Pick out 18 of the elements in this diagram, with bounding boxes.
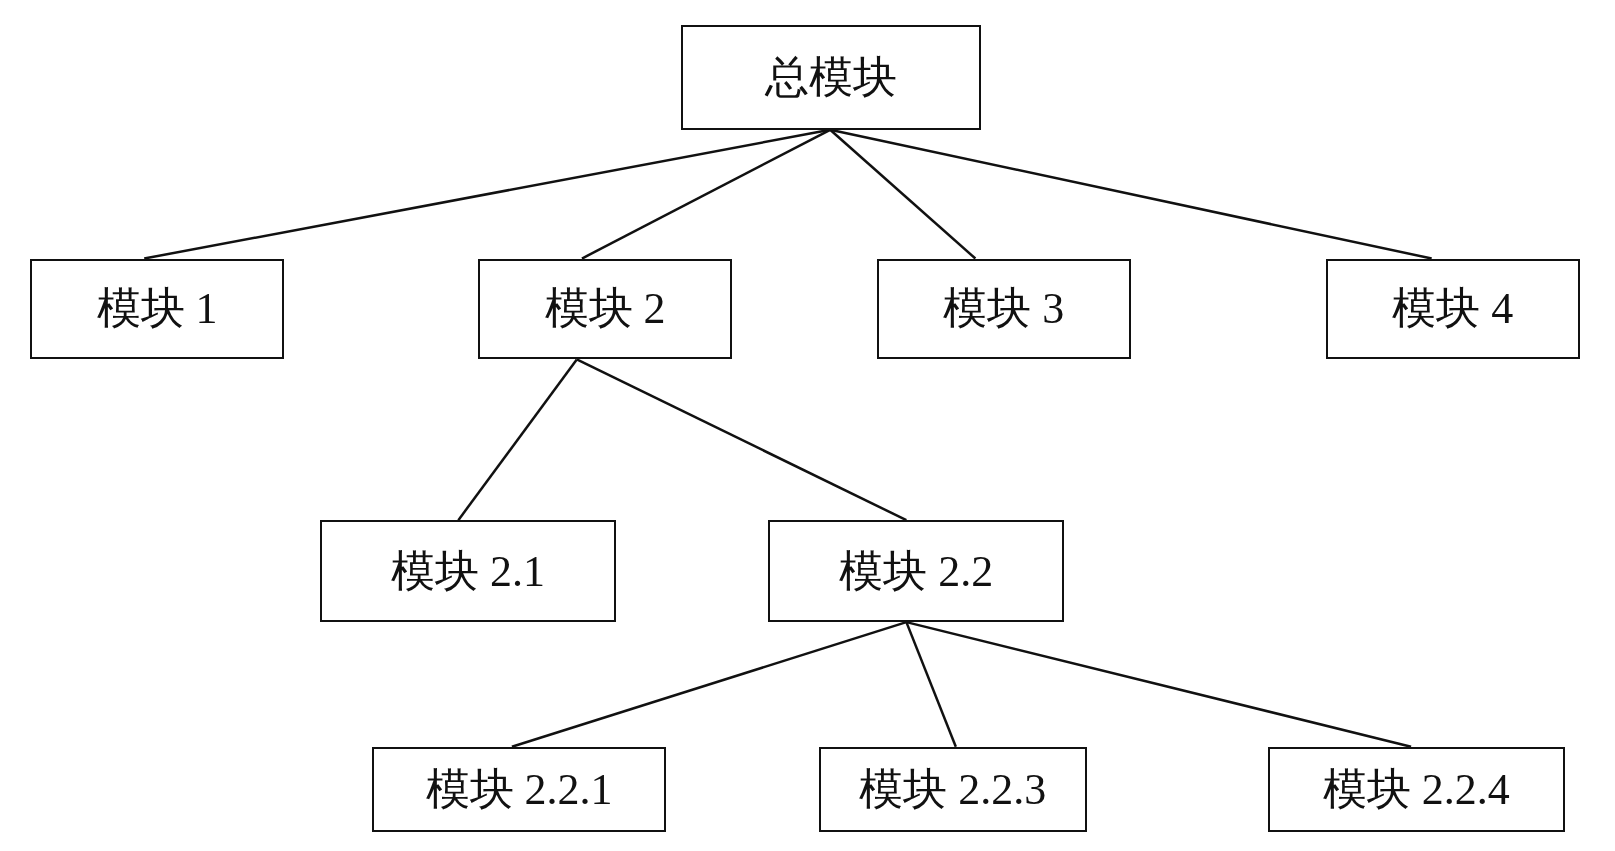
connector-line (511, 620, 907, 748)
connector-line (457, 358, 578, 521)
module-box: 模块 2.2.4 (1267, 746, 1565, 833)
module-box: 模块 4 (1325, 258, 1580, 360)
module-box: 模块 2.2.1 (371, 746, 667, 833)
module-box: 模块 2 (477, 258, 733, 360)
connector-line (906, 620, 1412, 748)
connector-line (829, 128, 1432, 260)
connector-line (829, 128, 977, 260)
module-box: 模块 3 (876, 258, 1131, 360)
module-box: 模块 2.1 (320, 520, 616, 623)
connector-line (905, 621, 957, 748)
module-box: 模块 2.2 (768, 520, 1064, 623)
module-box: 总模块 (680, 24, 981, 130)
module-box: 模块 2.2.3 (818, 746, 1087, 833)
connector-line (581, 128, 831, 260)
module-box: 模块 1 (29, 258, 285, 360)
connector-line (576, 358, 907, 522)
